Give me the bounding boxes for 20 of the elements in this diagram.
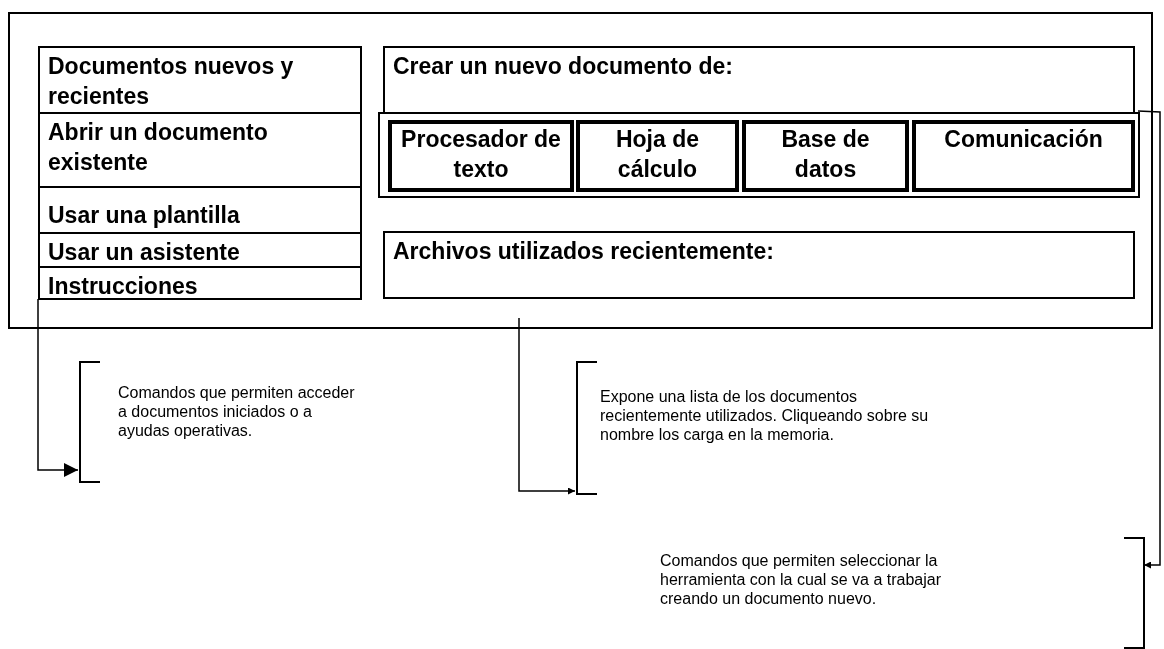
menu-item: Abrir un documento existente [38,112,362,188]
button-group [378,112,1140,198]
callout-text: Comandos que permiten acceder a documentos iniciados o a ayudas operativas. [118,383,356,440]
panel [383,231,1135,299]
menu-item: Documentos nuevos y recientes [38,46,362,114]
tool-button: Base de datos [742,120,909,192]
tool-button: Comunicación [912,120,1135,192]
panel-heading: Crear un nuevo documento de: [393,53,733,79]
callout-text: Comandos que permiten seleccionar la herramienta con la cual se va a trabajar creando un documento nuevo. [660,551,943,608]
menu-item: Instrucciones [38,266,362,300]
leader-arrow [1137,110,1161,569]
leader-arrow [518,317,576,495]
window-frame [8,12,1153,329]
leader-arrow [37,298,79,477]
callout-text: Expone una lista de los documentos recientemente utilizados. Cliqueando sobre su nombre los carga en la memoria. [600,387,930,444]
menu-item: Usar un asistente [38,232,362,268]
panel-heading: Archivos utilizados recientemente: [393,238,774,264]
tool-button: Hoja de cálculo [576,120,739,192]
menu-item: Usar una plantilla [38,186,362,234]
tool-button: Procesador de texto [388,120,574,192]
